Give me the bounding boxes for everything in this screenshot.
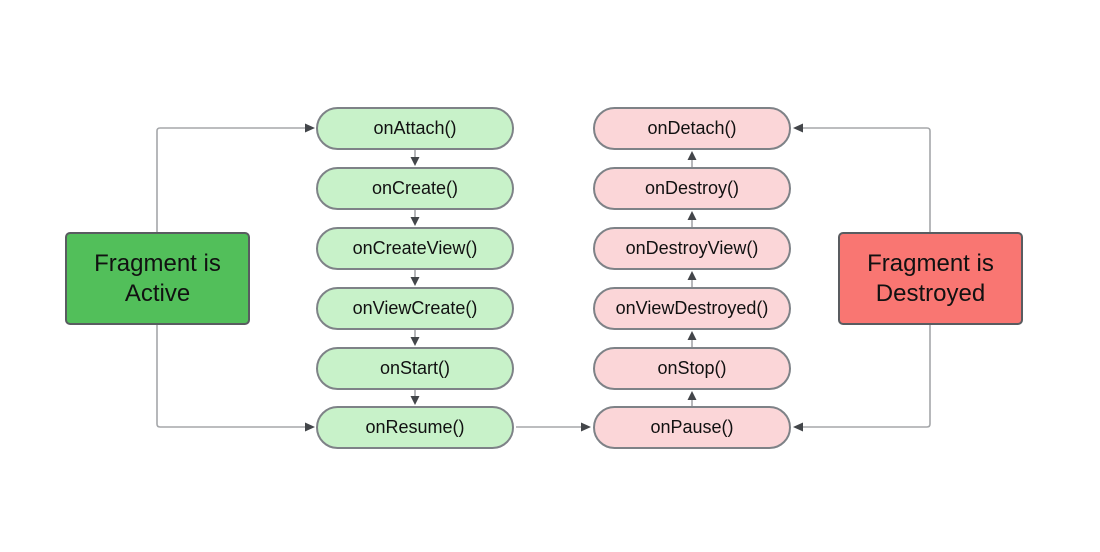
node-onresume-label: onResume() bbox=[365, 417, 465, 437]
node-onviewdestroyed-label: onViewDestroyed() bbox=[615, 298, 769, 318]
node-onstart-label: onStart() bbox=[379, 358, 451, 378]
node-ondetach-label: onDetach() bbox=[647, 118, 737, 138]
node-onattach-label: onAttach() bbox=[373, 118, 457, 138]
node-oncreateview-label: onCreateView() bbox=[352, 238, 478, 258]
node-onpause: onPause() bbox=[593, 406, 791, 449]
arrows-active-column-down bbox=[410, 150, 420, 405]
fragment-destroyed-label-line1: Fragment is bbox=[867, 249, 994, 277]
node-ondetach: onDetach() bbox=[593, 107, 791, 150]
node-ondestroyview: onDestroyView() bbox=[593, 227, 791, 270]
node-ondestroy-label: onDestroy() bbox=[644, 178, 740, 198]
node-oncreate-label: onCreate() bbox=[371, 178, 459, 198]
node-oncreateview: onCreateView() bbox=[316, 227, 514, 270]
node-onstart: onStart() bbox=[316, 347, 514, 390]
fragment-active-label-line2: Active bbox=[124, 279, 191, 307]
node-onstop: onStop() bbox=[593, 347, 791, 390]
fragment-active-label-line1: Fragment is bbox=[94, 249, 221, 277]
node-onstop-label: onStop() bbox=[657, 358, 727, 378]
node-onviewdestroyed: onViewDestroyed() bbox=[593, 287, 791, 330]
node-ondestroy: onDestroy() bbox=[593, 167, 791, 210]
node-onattach: onAttach() bbox=[316, 107, 514, 150]
fragment-destroyed-label-line2: Destroyed bbox=[875, 279, 986, 307]
arrows-destroyed-column-up bbox=[687, 151, 697, 406]
node-onviewcreate-label: onViewCreate() bbox=[352, 298, 478, 318]
fragment-destroyed-box: Fragment is Destroyed bbox=[838, 232, 1023, 325]
arrow-resume-to-pause bbox=[516, 422, 591, 432]
node-oncreate: onCreate() bbox=[316, 167, 514, 210]
node-ondestroyview-label: onDestroyView() bbox=[625, 238, 759, 258]
fragment-active-box: Fragment is Active bbox=[65, 232, 250, 325]
node-onresume: onResume() bbox=[316, 406, 514, 449]
node-onpause-label: onPause() bbox=[650, 417, 734, 437]
node-onviewcreate: onViewCreate() bbox=[316, 287, 514, 330]
